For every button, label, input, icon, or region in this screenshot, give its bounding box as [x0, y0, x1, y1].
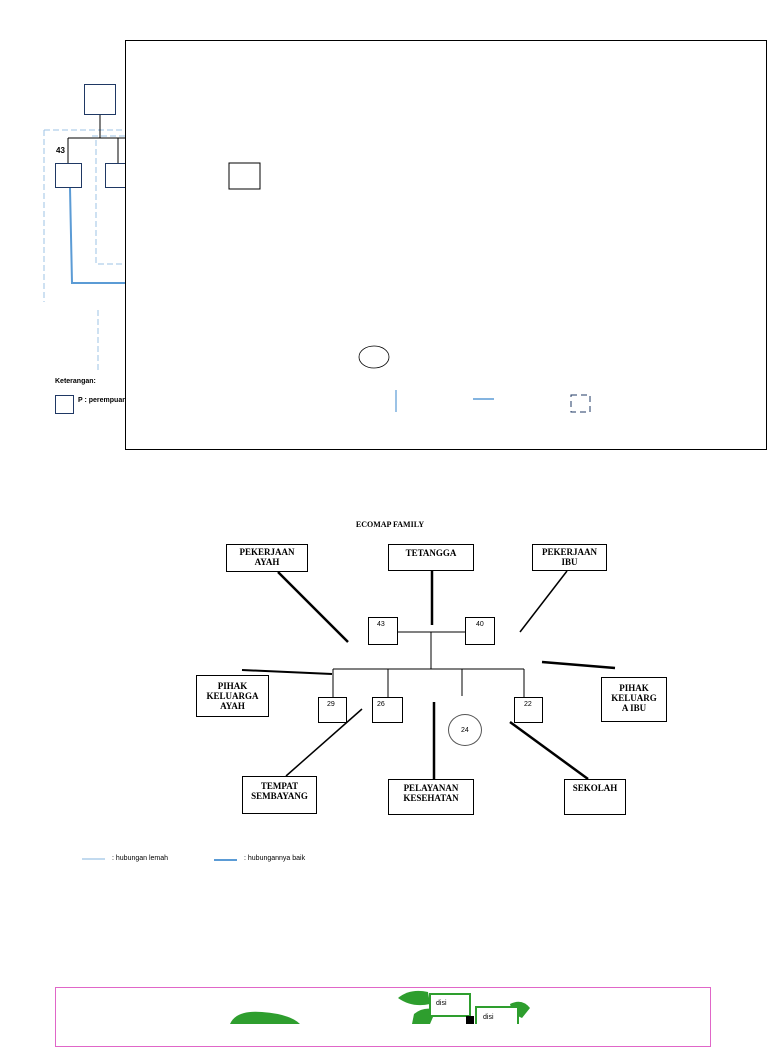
node-pekerjaan-ayah: PEKERJAAN AYAH — [226, 544, 308, 572]
node-pihak-keluarga-ayah: PIHAK KELUARGA AYAH — [196, 675, 269, 717]
node-sekolah-label: SEKOLAH — [572, 783, 618, 793]
genogram-age-label: 43 — [56, 146, 65, 155]
member-child3-age: 24 — [461, 727, 469, 734]
rel-pekerjaan-ibu — [519, 570, 568, 633]
good-relation-line — [69, 187, 126, 284]
node-pekerjaan-ibu-label: PEKERJAAN IBU — [541, 547, 597, 567]
rel-pihak-keluarga-ibu — [541, 660, 616, 670]
panel-dashed-box — [570, 394, 591, 413]
legend-good-text: : hubungannya baik — [244, 855, 306, 862]
node-pihak-keluarga-ibu-label: PIHAK KELUARG A IBU — [611, 683, 657, 713]
member-child4-age: 22 — [524, 701, 532, 708]
bottom-frame — [55, 987, 711, 1047]
overlay-panel-shapes — [228, 162, 591, 413]
ecomap-lines — [82, 570, 616, 861]
ecomap-title: ECOMAP FAMILY — [355, 520, 425, 529]
member-father-age: 43 — [377, 621, 385, 628]
legend-female-square — [55, 395, 74, 414]
panel-circle — [358, 345, 390, 369]
panel-square — [228, 162, 261, 190]
member-child2: 26 — [372, 697, 403, 723]
member-child2-age: 26 — [377, 701, 385, 708]
rel-pekerjaan-ayah — [277, 571, 349, 643]
node-tetangga: TETANGGA — [388, 544, 474, 571]
member-mother-age: 40 — [476, 621, 484, 628]
genogram-male-left — [55, 163, 82, 188]
node-sekolah: SEKOLAH — [564, 779, 626, 815]
genogram-legend-title: Keterangan: — [55, 378, 96, 385]
rel-pihak-keluarga-ayah — [241, 669, 333, 675]
overlay-panel — [125, 40, 767, 450]
member-child1-age: 29 — [327, 701, 335, 708]
genogram-legend-female: P : perempuan — [78, 397, 126, 404]
member-child4: 22 — [514, 697, 543, 723]
member-mother: 40 — [465, 617, 495, 645]
node-pelayanan-kesehatan-label: PELAYANAN KESEHATAN — [403, 783, 459, 803]
rel-sekolah — [509, 720, 589, 781]
rel-tempat-sembayang — [285, 708, 363, 777]
node-tempat-sembayang: TEMPAT SEMBAYANG — [242, 776, 317, 814]
legend-weak-text: : hubungan lemah — [112, 855, 169, 862]
node-tempat-sembayang-label: TEMPAT SEMBAYANG — [251, 781, 308, 801]
node-pihak-keluarga-ayah-label: PIHAK KELUARGA AYAH — [206, 681, 259, 711]
member-child1: 29 — [318, 697, 347, 723]
member-child3: 24 — [448, 714, 482, 746]
genogram-lines — [43, 115, 126, 372]
member-father: 43 — [368, 617, 398, 645]
node-pekerjaan-ibu: PEKERJAAN IBU — [532, 544, 607, 571]
node-pelayanan-kesehatan: PELAYANAN KESEHATAN — [388, 779, 474, 815]
node-pekerjaan-ayah-label: PEKERJAAN AYAH — [239, 547, 295, 567]
genogram-grandparent-male — [84, 84, 116, 115]
node-tetangga-label: TETANGGA — [405, 548, 457, 558]
node-pihak-keluarga-ibu: PIHAK KELUARG A IBU — [601, 677, 667, 722]
household-boundary-dashed — [43, 129, 126, 372]
